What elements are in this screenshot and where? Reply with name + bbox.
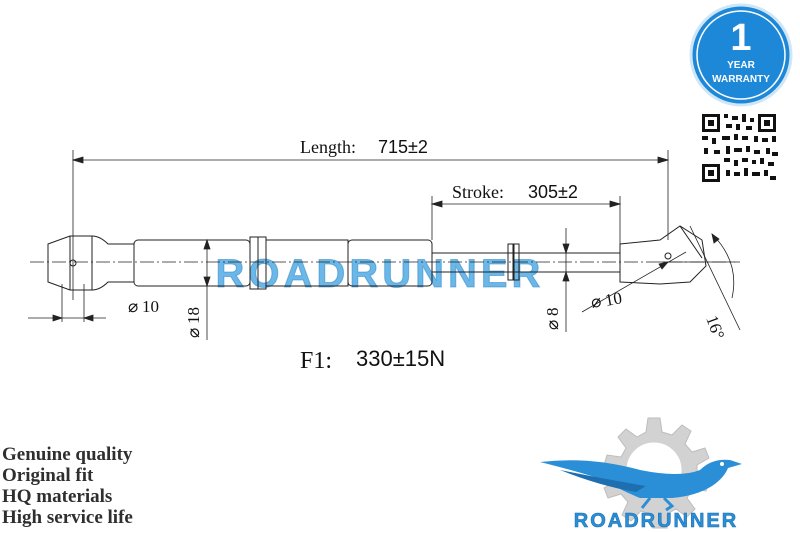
- diam-eye-left: 10: [142, 297, 159, 316]
- diam-eye-right: 10: [603, 288, 623, 310]
- stroke-label: Stroke:: [452, 182, 504, 202]
- force-value: 330±15N: [356, 346, 445, 371]
- diam-body: 18: [184, 307, 203, 324]
- warranty-number: 1: [730, 17, 751, 59]
- svg-text:⌀: ⌀: [184, 328, 203, 338]
- logo-brand-text: ROADRUNNER: [574, 510, 738, 532]
- feature-service-life: High service life: [2, 507, 133, 528]
- qr-code-icon: [700, 112, 780, 184]
- cylinder-body: [133, 236, 433, 290]
- svg-text:⌀: ⌀: [589, 291, 602, 311]
- length-value: 715±2: [378, 137, 428, 157]
- feature-genuine-quality: Genuine quality: [2, 444, 133, 465]
- stroke-value: 305±2: [528, 182, 578, 202]
- warranty-year: YEAR: [727, 60, 756, 71]
- piston-rod: [432, 243, 620, 281]
- length-label: Length:: [300, 137, 356, 157]
- roadrunner-bird-icon: [540, 459, 742, 512]
- diam-rod: 8: [543, 308, 562, 317]
- feature-original-fit: Original fit: [2, 465, 94, 486]
- warranty-text: WARRANTY: [712, 74, 770, 85]
- watermark-text: ROADRUNNER: [216, 252, 545, 296]
- force-label: F1:: [300, 348, 332, 374]
- svg-text:⌀: ⌀: [543, 320, 562, 330]
- feature-hq-materials: HQ materials: [2, 486, 113, 507]
- svg-text:⌀: ⌀: [128, 297, 138, 316]
